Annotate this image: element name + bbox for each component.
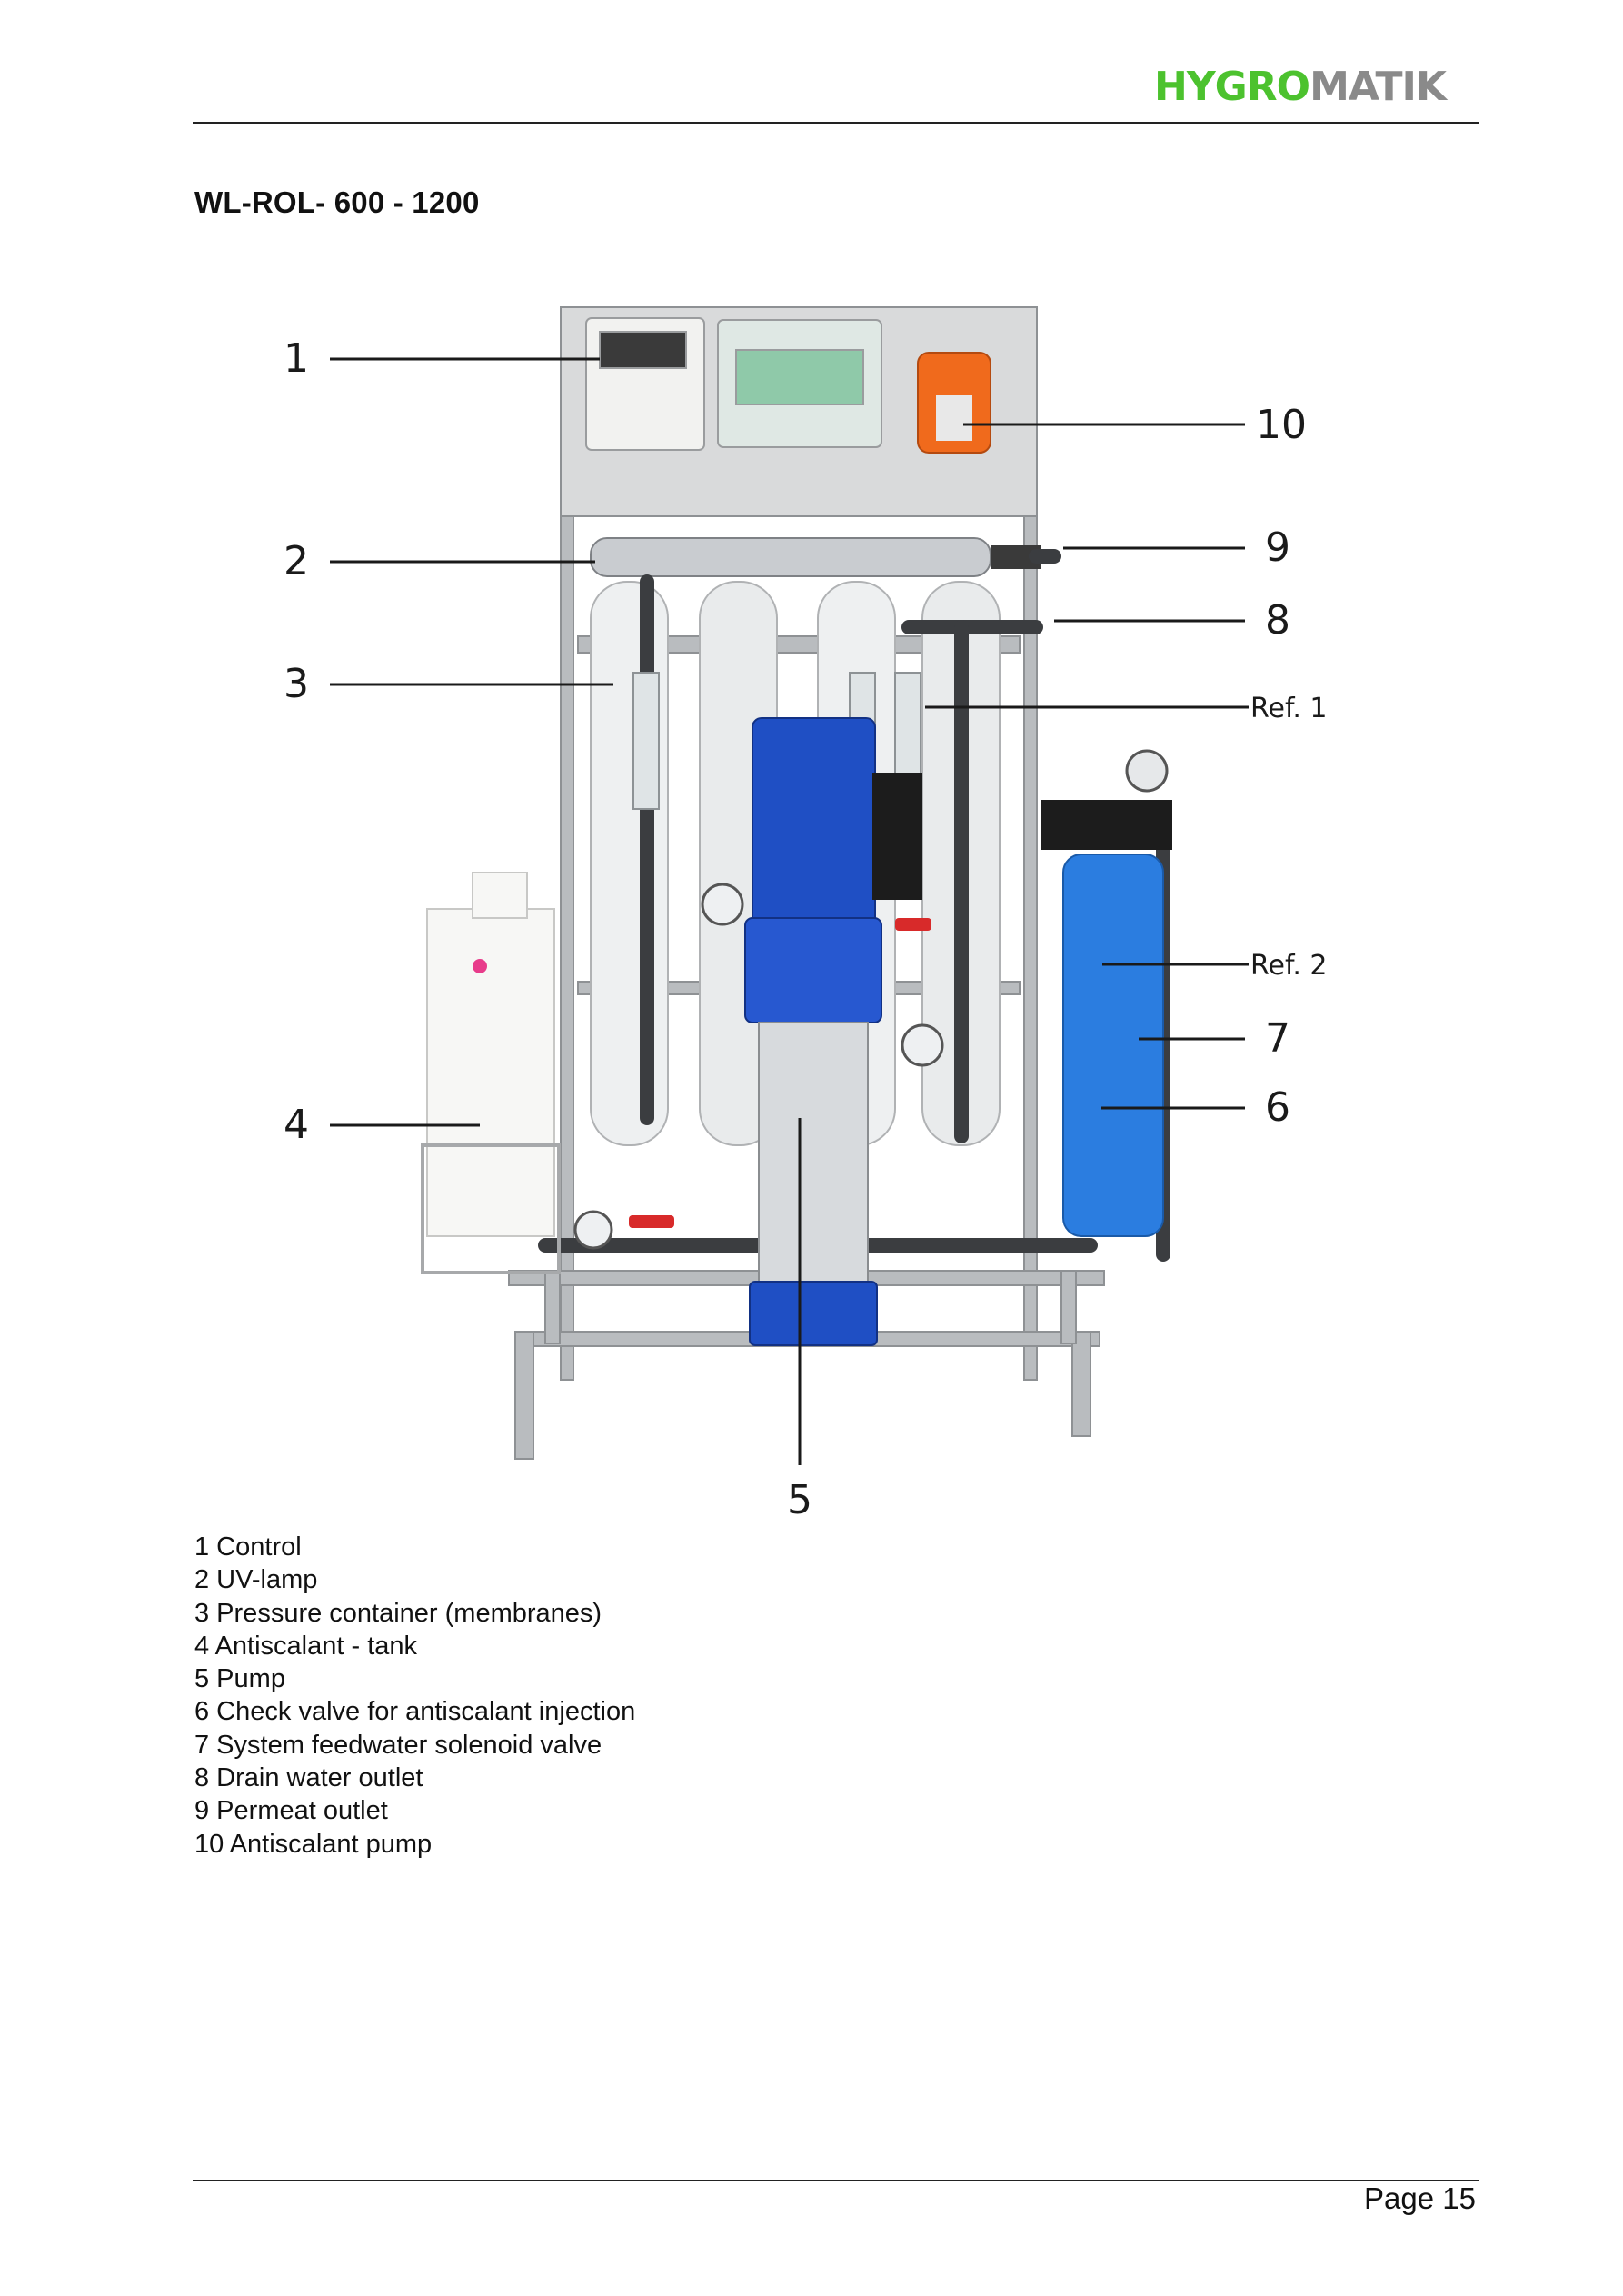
callout-7: 7 [1265, 1015, 1290, 1062]
callout-10: 10 [1256, 402, 1307, 448]
callout-ref-2: Ref. 2 [1250, 950, 1328, 982]
antiscalant-pump [917, 352, 991, 454]
legend-item-3: 3 Pressure container (membranes) [194, 1598, 602, 1628]
callout-labels: 1 2 3 4 5 6 7 8 9 10 Ref. 1 Ref. 2 [284, 335, 1328, 1523]
valve-handles [629, 918, 931, 1228]
logo-wordmark: HYGROMATIK [1154, 64, 1449, 110]
callout-4: 4 [284, 1102, 309, 1148]
page-number: Page 15 [1364, 2181, 1476, 2215]
callout-5: 5 [787, 1477, 812, 1523]
control-unit [585, 317, 882, 451]
product-figure: 1 2 3 4 5 6 7 8 9 10 Ref. 1 Ref. 2 [284, 306, 1328, 1523]
legend-item-2: 2 UV-lamp [194, 1565, 318, 1595]
legend-item-5: 5 Pump [194, 1664, 285, 1694]
main-pump [744, 717, 922, 1346]
callout-9: 9 [1265, 524, 1290, 571]
legend-item-8: 8 Drain water outlet [194, 1763, 423, 1793]
hygromatik-logo: HYGROMATIK [1154, 64, 1449, 110]
legend-item-9: 9 Permeat outlet [194, 1796, 388, 1826]
callout-3: 3 [284, 661, 309, 707]
parts-legend: 1 Control 2 UV-lamp 3 Pressure container… [194, 1531, 635, 1861]
callout-1: 1 [284, 335, 309, 382]
legend-item-10: 10 Antiscalant pump [194, 1829, 433, 1859]
pre-filter [1041, 749, 1172, 1237]
callout-2: 2 [284, 538, 309, 584]
document-title: WL-ROL- 600 - 1200 [194, 185, 480, 219]
callout-6: 6 [1265, 1084, 1290, 1131]
legend-item-4: 4 Antiscalant - tank [194, 1631, 418, 1661]
callout-leaders [330, 357, 1249, 1465]
header-rule [193, 122, 1479, 124]
legend-item-1: 1 Control [194, 1532, 302, 1562]
uv-lamp [590, 537, 1041, 577]
legend-item-7: 7 System feedwater solenoid valve [194, 1730, 602, 1760]
pressure-gauges [573, 883, 944, 1250]
footer-rule [193, 2180, 1479, 2181]
callout-8: 8 [1265, 597, 1290, 644]
antiscalant-tank [421, 872, 561, 1274]
callout-ref-1: Ref. 1 [1250, 693, 1328, 724]
legend-item-6: 6 Check valve for antiscalant injection [194, 1697, 636, 1727]
